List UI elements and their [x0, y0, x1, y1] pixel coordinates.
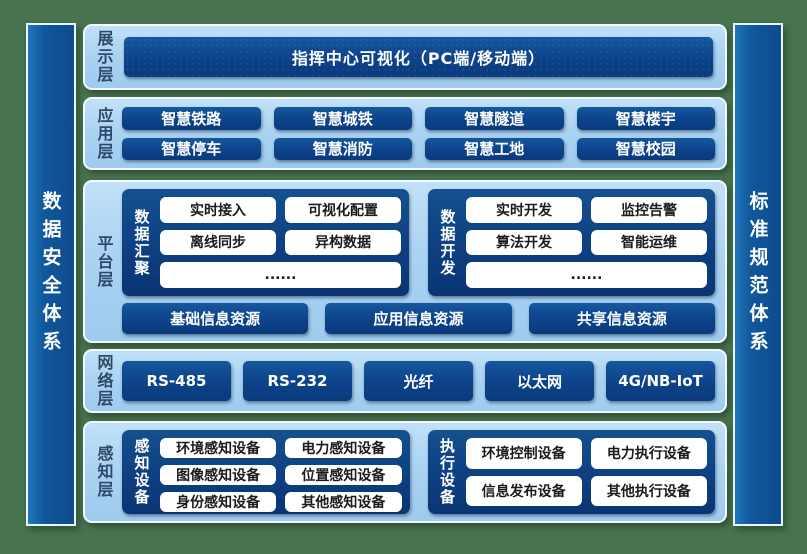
layer-stack: 展示层 指挥中心可视化（PC端/移动端） 应用层 智慧铁路 智慧城铁 智慧隧道 …: [83, 24, 727, 527]
layer-network-label: 网络层: [94, 354, 114, 408]
app-box: 智慧校园: [576, 137, 715, 160]
layer-platform-label: 平台层: [94, 234, 114, 289]
pillar-standards-label: 标准规范体系: [746, 190, 769, 359]
sensing-device: 其他感知设备: [285, 492, 402, 512]
network-box: 4G/NB-IoT: [606, 361, 715, 401]
app-box: 智慧楼宇: [576, 107, 715, 130]
group-data-development-label: 数据开发: [438, 208, 457, 277]
app-box: 智慧城铁: [273, 107, 412, 130]
group-data-aggregation: 数据汇聚 实时接入 可视化配置 离线同步 异构数据 ......: [122, 189, 409, 296]
app-box: 智慧铁路: [122, 107, 261, 130]
layer-display-label: 展示层: [94, 30, 114, 84]
platform-resources: 基础信息资源 应用信息资源 共享信息资源: [122, 303, 715, 334]
layer-perception: 感知层 感知设备 环境感知设备 电力感知设备 图像感知设备 位置感知设备 身份感…: [83, 421, 727, 523]
layer-application-label: 应用层: [94, 106, 114, 161]
sensing-device: 位置感知设备: [285, 465, 402, 485]
sensing-device: 身份感知设备: [160, 492, 277, 512]
pillar-standards: 标准规范体系: [733, 23, 783, 526]
display-title-box: 指挥中心可视化（PC端/移动端）: [124, 37, 713, 77]
platform-item: 可视化配置: [285, 197, 401, 223]
resource-box: 应用信息资源: [325, 303, 512, 334]
platform-item-more: ......: [466, 262, 707, 288]
group-sensing-devices: 感知设备 环境感知设备 电力感知设备 图像感知设备 位置感知设备 身份感知设备 …: [122, 430, 410, 514]
platform-item: 实时开发: [466, 197, 582, 223]
sensing-device: 电力感知设备: [285, 438, 402, 458]
pillar-data-security: 数据安全体系: [26, 23, 76, 526]
platform-item: 异构数据: [285, 229, 401, 256]
group-data-development: 数据开发 实时开发 监控告警 算法开发 智能运维 ......: [428, 189, 715, 296]
platform-groups: 数据汇聚 实时接入 可视化配置 离线同步 异构数据 ...... 数据开发: [122, 189, 715, 296]
layer-display: 展示层 指挥中心可视化（PC端/移动端）: [83, 24, 727, 90]
network-box: 光纤: [364, 361, 473, 401]
platform-item: 监控告警: [591, 197, 707, 223]
network-box: RS-485: [122, 361, 231, 401]
network-box: RS-232: [243, 361, 352, 401]
actuator-device: 其他执行设备: [590, 475, 707, 506]
platform-item: 离线同步: [160, 229, 276, 256]
actuator-device: 信息发布设备: [465, 475, 582, 506]
actuator-device: 环境控制设备: [465, 438, 582, 469]
actuator-device: 电力执行设备: [590, 438, 707, 469]
sensing-device: 环境感知设备: [160, 438, 277, 458]
layer-network-content: RS-485 RS-232 光纤 以太网 4G/NB-IoT: [122, 351, 725, 411]
layer-application: 应用层 智慧铁路 智慧城铁 智慧隧道 智慧楼宇 智慧停车 智慧消防 智慧工地 智…: [83, 97, 727, 170]
layer-perception-label: 感知层: [94, 445, 114, 499]
group-data-aggregation-label: 数据汇聚: [132, 208, 151, 277]
platform-item: 智能运维: [591, 229, 707, 256]
platform-item: 实时接入: [160, 197, 276, 223]
layer-display-content: 指挥中心可视化（PC端/移动端）: [122, 26, 725, 88]
platform-item-more: ......: [160, 262, 401, 288]
layer-platform-content: 数据汇聚 实时接入 可视化配置 离线同步 异构数据 ...... 数据开发: [122, 182, 725, 341]
group-sensing-devices-label: 感知设备: [132, 438, 151, 506]
app-box: 智慧消防: [273, 137, 412, 160]
network-box: 以太网: [485, 361, 594, 401]
layer-perception-content: 感知设备 环境感知设备 电力感知设备 图像感知设备 位置感知设备 身份感知设备 …: [122, 423, 725, 521]
sensing-device: 图像感知设备: [160, 465, 277, 485]
resource-box: 基础信息资源: [122, 303, 309, 334]
app-box: 智慧工地: [425, 137, 564, 160]
pillar-data-security-label: 数据安全体系: [39, 190, 62, 359]
layer-platform: 平台层 数据汇聚 实时接入 可视化配置 离线同步 异构数据 ......: [83, 180, 727, 343]
group-actuator-devices-label: 执行设备: [438, 438, 456, 506]
layer-application-content: 智慧铁路 智慧城铁 智慧隧道 智慧楼宇 智慧停车 智慧消防 智慧工地 智慧校园: [122, 99, 725, 168]
app-box: 智慧停车: [122, 137, 261, 160]
platform-item: 算法开发: [466, 229, 582, 256]
resource-box: 共享信息资源: [528, 303, 715, 334]
app-box: 智慧隧道: [425, 107, 564, 130]
group-actuator-devices: 执行设备 环境控制设备 电力执行设备 信息发布设备 其他执行设备: [427, 430, 715, 514]
layer-network: 网络层 RS-485 RS-232 光纤 以太网 4G/NB-IoT: [83, 349, 727, 413]
